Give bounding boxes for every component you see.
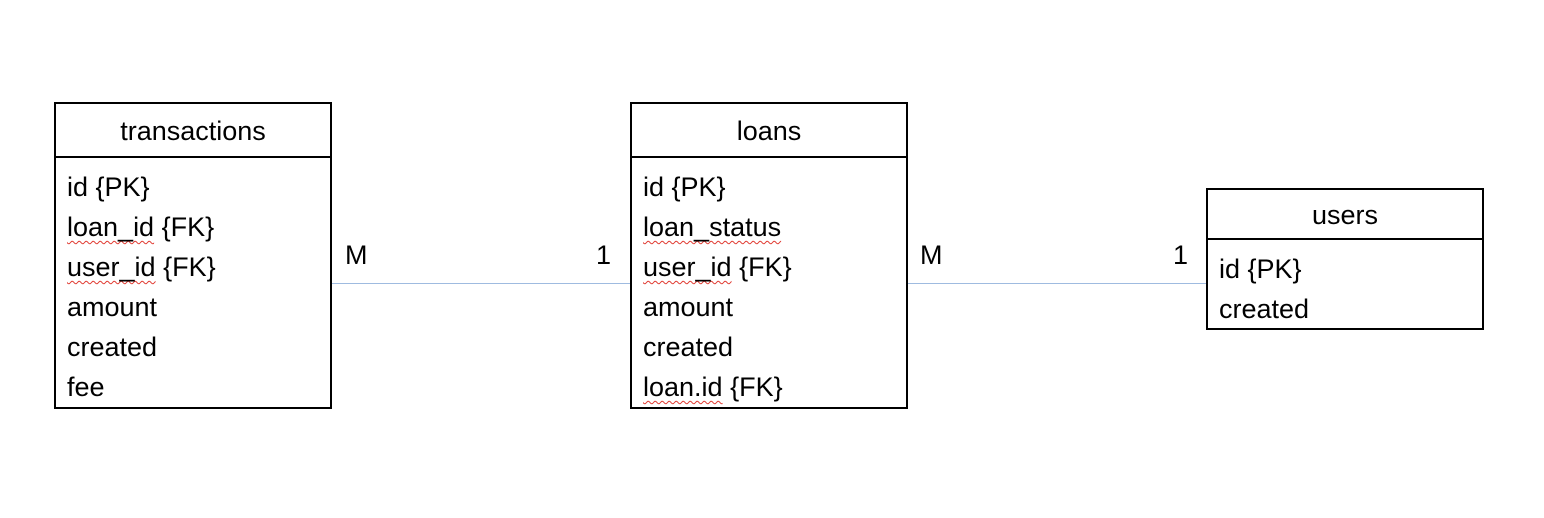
- entity-users: users id {PK} created: [1206, 188, 1484, 330]
- attribute-row: amount: [643, 287, 906, 327]
- attribute-name: fee: [67, 372, 105, 402]
- attribute-row: created: [1219, 289, 1482, 329]
- attribute-key: {PK}: [1240, 254, 1302, 284]
- attribute-list: id {PK} created: [1208, 240, 1482, 329]
- attribute-name: created: [643, 332, 734, 362]
- attribute-name: id: [67, 172, 89, 202]
- attribute-list: id {PK} loan_id {FK} user_id {FK} amount…: [56, 158, 330, 407]
- attribute-row: amount: [67, 287, 330, 327]
- attribute-key: {PK}: [664, 172, 726, 202]
- cardinality-label-loans-one: 1: [596, 240, 612, 270]
- attribute-name: loan_status: [643, 212, 782, 242]
- attribute-row: id {PK}: [67, 167, 330, 207]
- relationship-line-transactions-loans: [331, 283, 631, 284]
- attribute-row: loan_status: [643, 207, 906, 247]
- attribute-name: user_id: [643, 252, 732, 282]
- attribute-row: loan_id {FK}: [67, 207, 330, 247]
- attribute-row: loan.id {FK}: [643, 367, 906, 407]
- cardinality-label-loans-many: M: [920, 240, 943, 270]
- cardinality-label-transactions-many: M: [345, 240, 368, 270]
- attribute-row: id {PK}: [643, 167, 906, 207]
- attribute-name: amount: [643, 292, 734, 322]
- entity-transactions: transactions id {PK} loan_id {FK} user_i…: [54, 102, 332, 409]
- attribute-name: loan_id: [67, 212, 155, 242]
- attribute-name: id: [1219, 254, 1241, 284]
- attribute-row: created: [67, 327, 330, 367]
- attribute-name: created: [1219, 294, 1310, 324]
- attribute-row: user_id {FK}: [67, 247, 330, 287]
- attribute-key: {FK}: [154, 212, 215, 242]
- cardinality-label-users-one: 1: [1173, 240, 1189, 270]
- attribute-key: {FK}: [155, 252, 216, 282]
- attribute-key: {PK}: [88, 172, 150, 202]
- entity-title: users: [1208, 190, 1482, 240]
- attribute-key: {FK}: [731, 252, 792, 282]
- relationship-line-loans-users: [907, 283, 1207, 284]
- entity-title: loans: [632, 104, 906, 158]
- attribute-row: user_id {FK}: [643, 247, 906, 287]
- attribute-row: id {PK}: [1219, 249, 1482, 289]
- attribute-name: loan.id: [643, 372, 723, 402]
- attribute-row: fee: [67, 367, 330, 407]
- entity-loans: loans id {PK} loan_status user_id {FK} a…: [630, 102, 908, 409]
- attribute-name: user_id: [67, 252, 156, 282]
- attribute-name: amount: [67, 292, 158, 322]
- attribute-list: id {PK} loan_status user_id {FK} amount …: [632, 158, 906, 407]
- entity-title: transactions: [56, 104, 330, 158]
- attribute-row: created: [643, 327, 906, 367]
- attribute-name: created: [67, 332, 158, 362]
- attribute-name: id: [643, 172, 665, 202]
- attribute-key: {FK}: [722, 372, 783, 402]
